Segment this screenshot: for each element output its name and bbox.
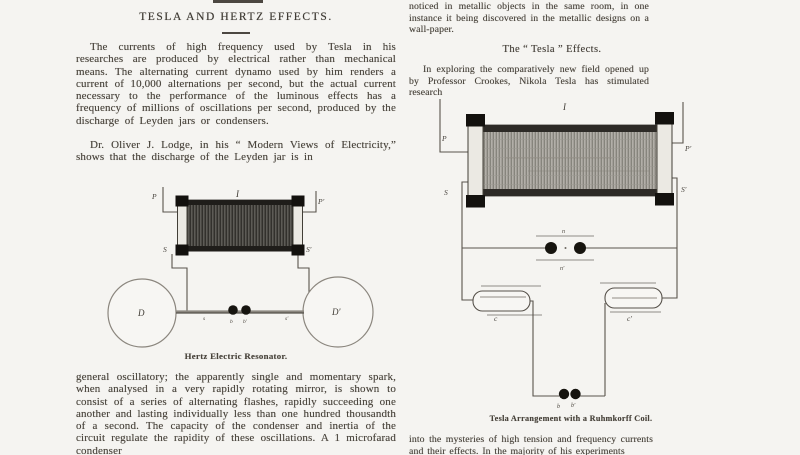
discharge-wire-left — [530, 300, 559, 397]
label-s-right: S' — [306, 245, 312, 254]
label-s-left: S — [444, 188, 448, 197]
label-s-left: S — [163, 245, 167, 254]
lodge-paragraph: Dr. Oliver J. Lodge, in his “ Modern Vie… — [76, 139, 396, 164]
coil-winding — [186, 199, 294, 252]
wallpaper-paragraph: noticed in metallic objects in the same … — [409, 1, 649, 36]
spark-ball-left — [545, 242, 557, 254]
flange-cap — [466, 195, 485, 208]
label-coil: I — [235, 189, 240, 199]
tesla-figure-caption: Tesla Arrangement with a Ruhmkorff Coil. — [489, 414, 653, 423]
coil-winding — [482, 124, 658, 197]
spark-ball-left — [228, 305, 238, 315]
secondary-lead-right — [297, 254, 310, 312]
label-condenser-right: c' — [627, 314, 632, 323]
discharge-ball-left — [558, 388, 570, 400]
label-gap-top: n — [562, 229, 565, 235]
flange-cap — [175, 195, 189, 207]
tesla-ruhmkorff-figure: P P' I S S' n n' c c' b b' — [439, 99, 692, 410]
secondary-wire-right — [662, 177, 678, 299]
flange-cap — [466, 114, 485, 127]
discharge-ball-right — [570, 388, 581, 400]
title-rule — [222, 32, 250, 34]
flange-cap — [655, 193, 674, 206]
gap-point — [564, 247, 567, 249]
coil-top-band — [483, 125, 657, 132]
coil-flange-right — [656, 113, 673, 206]
mysteries-paragraph: into the mysteries of high tension and f… — [409, 434, 653, 455]
primary-lead-right — [302, 191, 317, 213]
hertz-resonator-figure: P P' I S S' D D' s s' b b' — [107, 187, 374, 348]
label-p-left: P — [151, 192, 157, 201]
spark-ball-right — [574, 242, 586, 254]
label-p-right: P' — [684, 144, 692, 153]
label-gap-bottom: n' — [560, 266, 565, 272]
oscillatory-paragraph: general oscillatory; the apparently sing… — [76, 371, 396, 455]
coil-streaks — [505, 157, 650, 172]
article-title: TESLA AND HERTZ EFFECTS. — [139, 11, 333, 23]
label-s-right: S' — [681, 185, 687, 194]
label-ball-right: b' — [571, 403, 576, 409]
top-rule — [213, 0, 263, 3]
coil-flange-left — [467, 115, 484, 208]
coil-bottom-band — [483, 189, 657, 196]
flange-cap — [175, 244, 189, 256]
flange-cap — [655, 112, 674, 125]
label-ball-left: b — [557, 404, 560, 410]
label-p-right: P' — [317, 197, 325, 206]
coil-top-band — [187, 200, 293, 205]
secondary-wire-left — [461, 181, 473, 301]
secondary-lead-left — [171, 254, 188, 312]
label-wire-left: s — [203, 316, 205, 322]
condenser-left — [472, 290, 531, 312]
discharge-wire-right — [580, 303, 606, 397]
spark-ball-right — [241, 305, 251, 315]
label-disc-right: D' — [331, 307, 341, 317]
flange-cap — [291, 195, 305, 207]
primary-lead-right — [672, 102, 684, 144]
label-coil: I — [562, 102, 567, 112]
primary-lead-left — [162, 187, 178, 213]
hertz-figure-caption: Hertz Electric Resonator. — [184, 351, 288, 361]
label-p-left: P — [441, 134, 447, 143]
label-condenser-left: c — [494, 314, 498, 323]
label-ball-right: b' — [243, 319, 248, 325]
coil-bottom-band — [187, 246, 293, 252]
label-ball-left: b — [230, 319, 233, 325]
label-disc-left: D — [137, 308, 145, 318]
exploring-paragraph: In exploring the comparatively new field… — [409, 64, 649, 99]
intro-paragraph: The currents of high frequency used by T… — [76, 41, 396, 127]
primary-lead-left — [439, 99, 468, 153]
label-wire-right: s' — [285, 316, 289, 322]
tesla-effects-heading: The “ Tesla ” Effects. — [502, 44, 602, 55]
flange-cap — [291, 244, 305, 256]
